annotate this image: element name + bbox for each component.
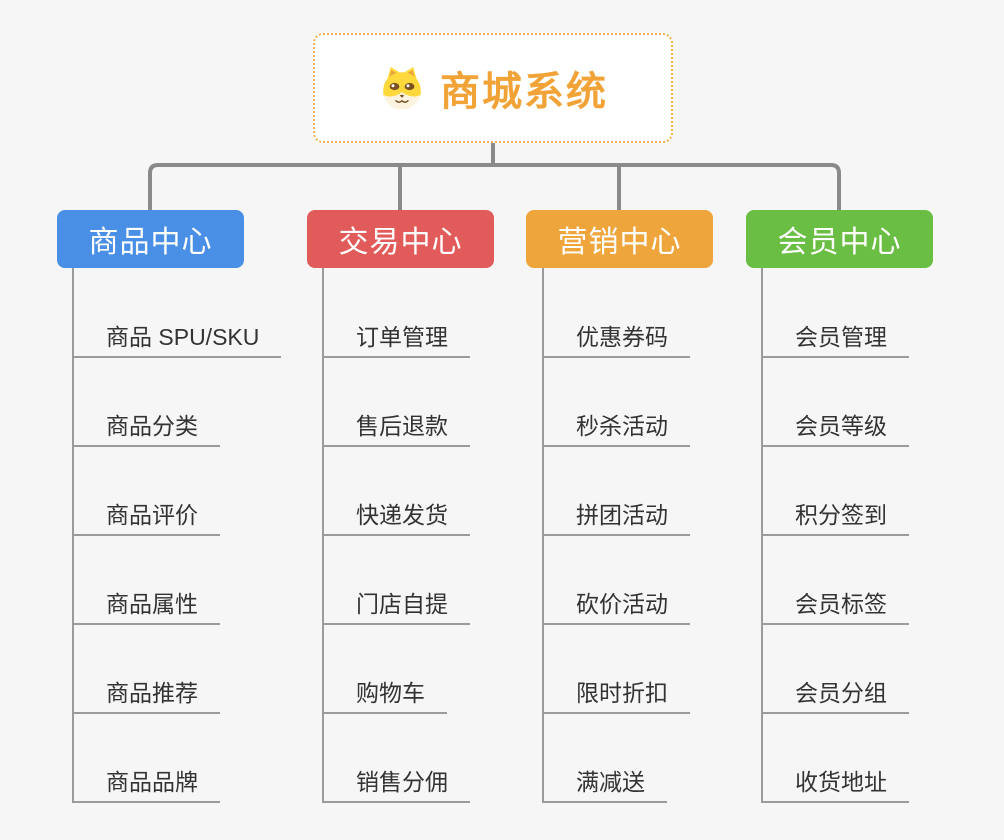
child-node[interactable]: 快递发货 bbox=[322, 498, 470, 536]
child-node[interactable]: 订单管理 bbox=[322, 320, 470, 358]
branch-header-trade-center[interactable]: 交易中心 bbox=[307, 210, 494, 268]
root-node[interactable]: 商城系统 bbox=[313, 33, 673, 143]
child-node[interactable]: 收货地址 bbox=[761, 765, 909, 803]
child-node[interactable]: 会员管理 bbox=[761, 320, 909, 358]
child-node[interactable]: 限时折扣 bbox=[542, 676, 690, 714]
child-node[interactable]: 满减送 bbox=[542, 765, 667, 803]
branch-children-trade-center: 订单管理 售后退款 快递发货 门店自提 购物车 销售分佣 bbox=[322, 320, 470, 803]
branch-header-member-center[interactable]: 会员中心 bbox=[746, 210, 933, 268]
child-node[interactable]: 优惠券码 bbox=[542, 320, 690, 358]
child-node[interactable]: 砍价活动 bbox=[542, 587, 690, 625]
dog-face-icon bbox=[378, 64, 426, 112]
branch-children-product-center: 商品 SPU/SKU 商品分类 商品评价 商品属性 商品推荐 商品品牌 bbox=[72, 320, 282, 803]
child-node[interactable]: 商品 SPU/SKU bbox=[72, 320, 282, 358]
child-node[interactable]: 秒杀活动 bbox=[542, 409, 690, 447]
child-node[interactable]: 会员标签 bbox=[761, 587, 909, 625]
child-node[interactable]: 商品推荐 bbox=[72, 676, 220, 714]
branch-header-marketing-center[interactable]: 营销中心 bbox=[526, 210, 713, 268]
child-node[interactable]: 商品属性 bbox=[72, 587, 220, 625]
child-node[interactable]: 会员分组 bbox=[761, 676, 909, 714]
child-node[interactable]: 售后退款 bbox=[322, 409, 470, 447]
child-node[interactable]: 商品品牌 bbox=[72, 765, 220, 803]
child-node[interactable]: 门店自提 bbox=[322, 587, 470, 625]
child-node[interactable]: 销售分佣 bbox=[322, 765, 470, 803]
child-node[interactable]: 购物车 bbox=[322, 676, 447, 714]
child-node[interactable]: 会员等级 bbox=[761, 409, 909, 447]
root-title: 商城系统 bbox=[440, 70, 608, 114]
branch-children-member-center: 会员管理 会员等级 积分签到 会员标签 会员分组 收货地址 bbox=[761, 320, 909, 803]
child-node[interactable]: 商品分类 bbox=[72, 409, 220, 447]
branch-children-marketing-center: 优惠券码 秒杀活动 拼团活动 砍价活动 限时折扣 满减送 bbox=[542, 320, 690, 803]
child-node[interactable]: 商品评价 bbox=[72, 498, 220, 536]
child-node[interactable]: 积分签到 bbox=[761, 498, 909, 536]
child-node[interactable]: 拼团活动 bbox=[542, 498, 690, 536]
branch-header-product-center[interactable]: 商品中心 bbox=[57, 210, 244, 268]
